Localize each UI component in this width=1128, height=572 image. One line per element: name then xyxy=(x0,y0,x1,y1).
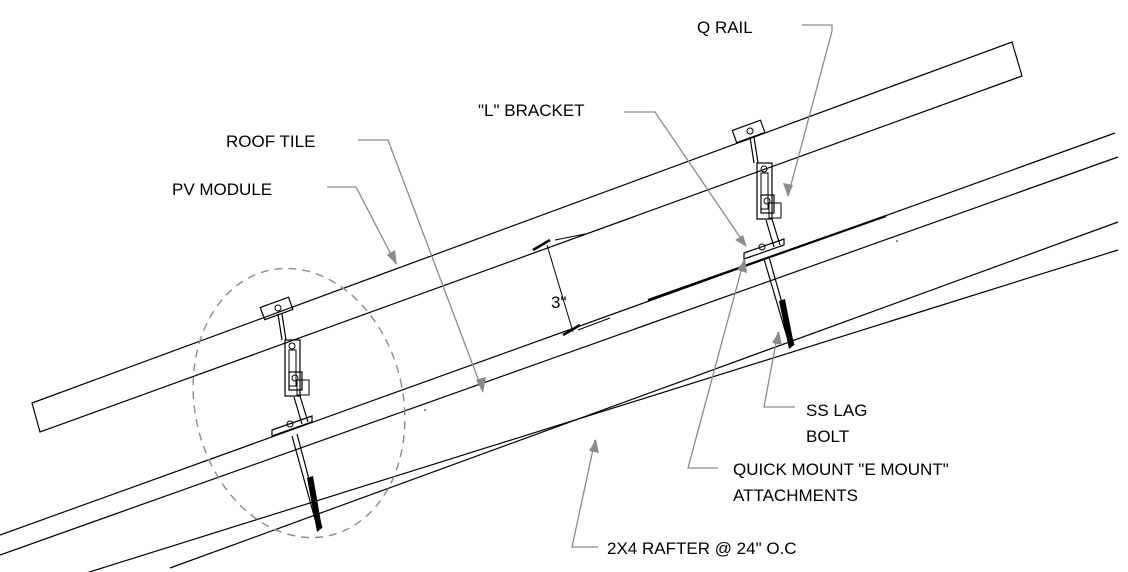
left-lag-bolt-tip xyxy=(307,476,322,532)
roof-tile-bottom-line xyxy=(0,156,1119,556)
label-rafter: 2X4 RAFTER @ 24" O.C xyxy=(607,539,797,558)
right-mount-assembly xyxy=(731,119,795,349)
label-quick-mount-line1: QUICK MOUNT "E MOUNT" xyxy=(733,460,949,479)
label-ss-lag-bolt-line1: SS LAG xyxy=(806,401,867,420)
rafter-top-line xyxy=(169,221,1119,569)
label-roof-tile: ROOF TILE xyxy=(226,132,315,151)
leader-quick-mount xyxy=(687,259,747,469)
flashing xyxy=(647,214,887,302)
detail-callout-ellipse xyxy=(192,267,406,539)
label-pv-module: PV MODULE xyxy=(172,180,272,199)
pv-module-outline xyxy=(31,41,1023,433)
left-mount-assembly xyxy=(259,296,323,532)
speck xyxy=(896,240,898,242)
leader-pv-module xyxy=(327,186,397,265)
rafter-bottom-line xyxy=(87,249,1119,572)
leader-l-bracket xyxy=(624,111,747,247)
leader-rafter xyxy=(571,439,599,548)
dimension-3in xyxy=(532,233,611,337)
label-quick-mount-line2: ATTACHMENTS xyxy=(733,486,858,505)
label-q-rail: Q RAIL xyxy=(697,18,753,37)
label-dimension-3in: 3" xyxy=(551,293,567,312)
leader-q-rail xyxy=(783,24,833,197)
label-l-bracket: "L" BRACKET xyxy=(478,101,585,120)
leader-ss-lag-bolt xyxy=(763,331,795,408)
roof-tile-top-line xyxy=(0,132,1116,536)
label-ss-lag-bolt-line2: BOLT xyxy=(806,427,849,446)
right-lag-bolt-tip xyxy=(779,299,794,349)
leader-roof-tile xyxy=(358,139,486,393)
speck xyxy=(424,409,426,411)
